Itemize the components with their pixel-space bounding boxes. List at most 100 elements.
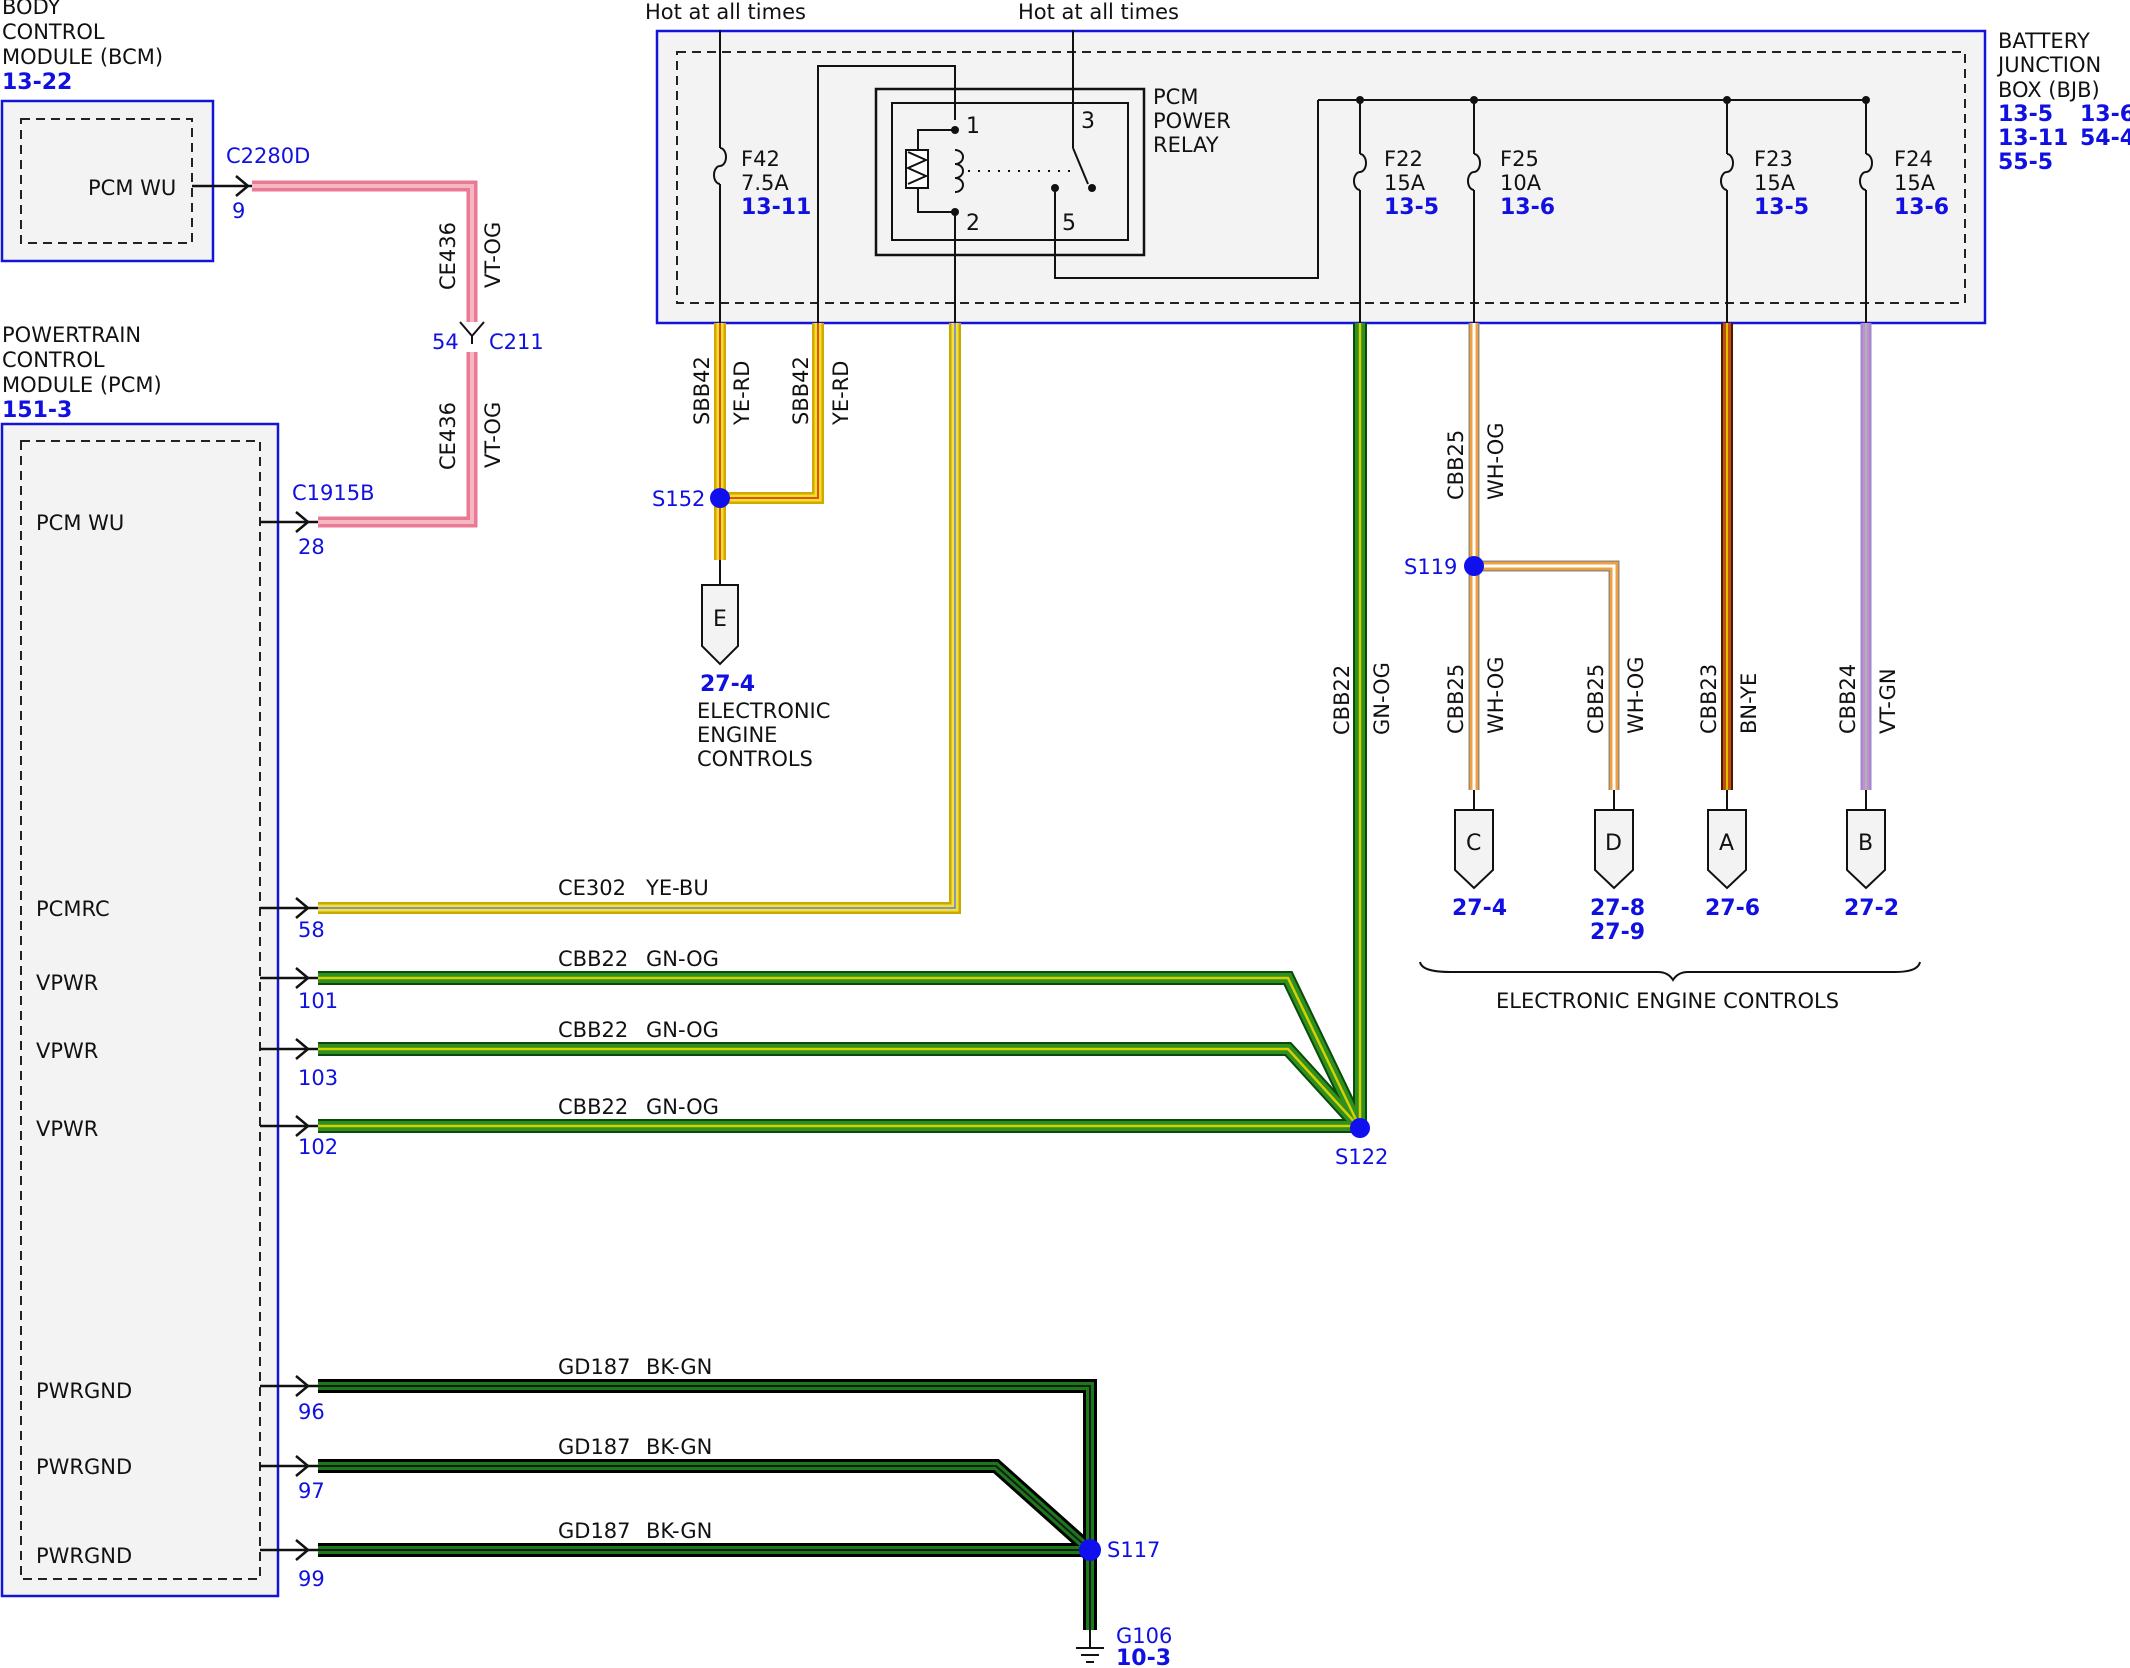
wire-cbb23: CBB23 BN-YE: [1697, 323, 1761, 810]
cbb22-103-stripe: [318, 1047, 1361, 1129]
ce436-lower-circuit: CE436: [436, 402, 460, 470]
relay-pin2-dot: [951, 208, 959, 216]
cbb22-vert-circuit: CBB22: [1330, 665, 1354, 735]
bcm-title-2: CONTROL: [2, 20, 105, 44]
sbb42-right-circuit: SBB42: [789, 356, 813, 425]
connector-b: B 27-2: [1844, 809, 1899, 921]
connector-e-shape: [701, 584, 739, 666]
cbb22-103-circuit: CBB22: [558, 1018, 628, 1042]
bcm-box: [0, 99, 215, 263]
pcm-pin97-arrow-icon: [260, 1455, 318, 1477]
f22-ref: 13-5: [1384, 195, 1439, 220]
pcm-pin-97: 97: [298, 1479, 325, 1503]
pcm-pin102-arrow-icon: [260, 1115, 318, 1137]
pcm-pin28-arrow-icon: [260, 511, 318, 533]
pcm-pin-label-pwrgnd-97: PWRGND: [36, 1455, 132, 1479]
cbb25-d-color: WH-OG: [1624, 656, 1648, 734]
gd187-97-stripe: [318, 1465, 1091, 1551]
f24-ref: 13-6: [1894, 195, 1949, 220]
pcm-title-2: CONTROL: [2, 348, 105, 372]
cbb25-branch-stripe: [1474, 564, 1616, 790]
pcm-title-3: MODULE (PCM): [2, 373, 162, 397]
connector-d-ref-1: 27-8: [1590, 896, 1645, 921]
pcm-pin-label-pcmwu: PCM WU: [36, 511, 124, 535]
cbb22-102-circuit: CBB22: [558, 1095, 628, 1119]
pcm-pin-101: 101: [298, 989, 338, 1013]
connector-e-letter: E: [713, 607, 727, 632]
wire-sbb42: SBB42 YE-RD SBB42 YE-RD S152: [652, 323, 853, 585]
cbb25-upper-circuit: CBB25: [1444, 430, 1468, 500]
c211-connector-icon: [459, 321, 485, 338]
pcm-pin58-arrow-icon: [260, 897, 318, 919]
bcm-title-1: BODY: [2, 0, 61, 19]
connector-a-letter: A: [1719, 831, 1734, 856]
bjb-inner: [676, 51, 1966, 304]
bjb-ref-5: 54-4: [2080, 126, 2130, 151]
pcm-pin-28: 28: [298, 535, 325, 559]
relay-switch-arm: [1072, 147, 1089, 185]
splice-s122: [1350, 1118, 1370, 1138]
pcm-connector: C1915B: [292, 481, 375, 505]
eec-group-brace: [1419, 961, 1921, 982]
connector-d-ref-2: 27-9: [1590, 920, 1645, 945]
gd187-99-circuit: GD187: [558, 1519, 631, 1543]
pcm-pin-label-pwrgnd-96: PWRGND: [36, 1379, 132, 1403]
bcm-pin: 9: [232, 199, 245, 223]
pcm-pin101-arrow-icon: [260, 967, 318, 989]
gd187-97-circuit: GD187: [558, 1435, 631, 1459]
pcm-ref: 151-3: [2, 398, 72, 423]
pcm-pin-103: 103: [298, 1066, 338, 1090]
splice-s117: [1079, 1539, 1101, 1561]
wire-ce302: CE302 YE-BU: [318, 323, 961, 914]
connector-a: A 27-6: [1705, 809, 1760, 921]
relay-coil-icon: [954, 149, 964, 193]
eec-group-label: ELECTRONIC ENGINE CONTROLS: [1496, 989, 1839, 1013]
bjb-title-1: BATTERY: [1998, 29, 2090, 53]
f42-name: F42: [741, 147, 780, 171]
pcm-pin-label-vpwr-101: VPWR: [36, 971, 98, 995]
relay-title-3: RELAY: [1153, 133, 1219, 157]
connector-e-ref: 27-4: [700, 672, 755, 697]
pcm-pin-99: 99: [298, 1567, 325, 1591]
ground-ref: 10-3: [1116, 1646, 1171, 1668]
bjb-ref-3: 55-5: [1998, 150, 2053, 175]
cbb25-d-circuit: CBB25: [1584, 664, 1608, 734]
bcm-module: BODY CONTROL MODULE (BCM) 13-22 PCM WU C…: [0, 0, 310, 263]
cbb22-103-outer: [318, 1042, 1366, 1133]
ground-icon: [1076, 1647, 1104, 1663]
pcm-pin-label-vpwr-103: VPWR: [36, 1039, 98, 1063]
wire-ce436-lower-inner: [318, 352, 474, 524]
bjb-title-3: BOX (BJB): [1998, 78, 2100, 102]
hot-at-all-times-right: Hot at all times: [1018, 0, 1179, 24]
relay-title-2: POWER: [1153, 109, 1231, 133]
pcm-pin-58: 58: [298, 918, 325, 942]
bcm-pin-label: PCM WU: [88, 176, 176, 200]
pcm-pin-102: 102: [298, 1135, 338, 1159]
sbb42-right-stripe: [720, 323, 819, 499]
c211-name: C211: [489, 330, 544, 354]
connector-b-ref: 27-2: [1844, 896, 1899, 921]
f42-amps: 7.5A: [741, 171, 789, 195]
f22-name: F22: [1384, 147, 1423, 171]
cbb22-101-circuit: CBB22: [558, 947, 628, 971]
connector-a-ref: 27-6: [1705, 896, 1760, 921]
gd187-96-outer: [318, 1379, 1097, 1630]
relay-pin-2: 2: [966, 211, 980, 236]
sbb42-left-color: YE-RD: [730, 361, 754, 426]
wire-cbb24: CBB24 VT-GN: [1836, 323, 1900, 810]
cbb24-circuit: CBB24: [1836, 664, 1860, 734]
cbb23-color: BN-YE: [1737, 673, 1761, 734]
relay-pin-5: 5: [1062, 211, 1076, 236]
s152-label: S152: [652, 487, 705, 511]
connector-c: C 27-4: [1452, 809, 1507, 921]
connector-d: D 27-8 27-9: [1590, 809, 1645, 945]
splice-s152: [710, 488, 730, 508]
cbb25-upper-color: WH-OG: [1484, 422, 1508, 500]
gd187-96-color: BK-GN: [646, 1355, 712, 1379]
bcm-title-3: MODULE (BCM): [2, 45, 163, 69]
f22-amps: 15A: [1384, 171, 1426, 195]
f24-name: F24: [1894, 147, 1933, 171]
ground-name: G106: [1116, 1624, 1172, 1648]
connector-c-letter: C: [1466, 831, 1481, 856]
bcm-inner: [20, 118, 193, 244]
